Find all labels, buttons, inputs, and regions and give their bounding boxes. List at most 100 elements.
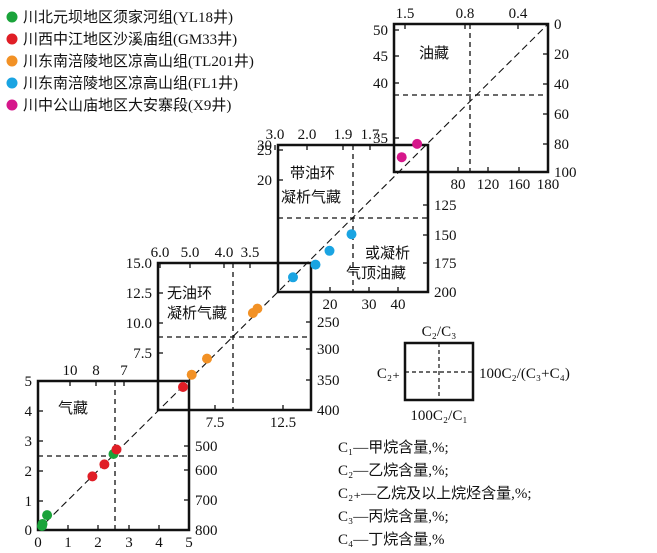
- left-tick-label: 45: [373, 49, 388, 65]
- left-tick-label: 1: [25, 494, 33, 510]
- data-point: [288, 272, 298, 283]
- series-1: [37, 449, 119, 531]
- legend-marker: [6, 33, 18, 45]
- data-point: [42, 510, 53, 521]
- legend-label: 川东南涪陵地区凉高山组(FL1井): [23, 75, 238, 92]
- diagonal-reference-line: [37, 23, 549, 531]
- left-tick-label: 3: [25, 434, 33, 450]
- note-line: C₃—丙烷含量,%;: [338, 508, 449, 525]
- region-label: 凝析气藏: [167, 305, 227, 322]
- region-label: 或凝析: [365, 245, 410, 262]
- note-line: C₄—丁烷含量,%: [338, 531, 444, 548]
- top-tick-label: 0.8: [456, 6, 475, 22]
- left-tick-label: 0: [25, 523, 33, 539]
- schematic-top-label: C₂/C₃: [422, 324, 457, 340]
- top-tick-label: 3.0: [266, 127, 285, 143]
- schematic-right-label: 100C₂/(C₃+C₄): [479, 366, 570, 382]
- right-tick-label: 0: [554, 17, 562, 33]
- series-3: [186, 303, 263, 380]
- data-point: [412, 138, 423, 149]
- right-tick-label: 125: [434, 198, 457, 214]
- left-tick-label: 35: [373, 131, 388, 147]
- data-point: [178, 382, 188, 392]
- data-point: [252, 303, 263, 314]
- right-tick-label: 80: [554, 137, 569, 153]
- top-tick-label: 1.5: [396, 6, 415, 22]
- left-tick-label: 12.5: [126, 286, 152, 302]
- data-point: [324, 245, 335, 256]
- left-tick-label: 4: [25, 404, 33, 420]
- top-tick-label: 7: [120, 363, 128, 379]
- data-point: [111, 444, 122, 455]
- right-tick-label: 700: [195, 493, 218, 509]
- series-2: [87, 382, 188, 482]
- series-5: [396, 138, 423, 163]
- bottom-tick-label: 160: [508, 177, 531, 193]
- bottom-tick-label: 30: [362, 297, 377, 313]
- note-line: C₂₊—乙烷及以上烷烃含量,%;: [338, 485, 532, 502]
- bottom-tick-label: 7.5: [206, 415, 225, 431]
- data-point: [346, 229, 357, 240]
- note-line: C₁—甲烷含量,%;: [338, 439, 449, 456]
- top-tick-label: 3.5: [241, 245, 260, 261]
- legend-marker: [6, 77, 18, 89]
- right-tick-label: 500: [195, 439, 218, 455]
- data-point: [186, 369, 197, 380]
- right-tick-label: 40: [554, 77, 569, 93]
- right-tick-label: 175: [434, 256, 457, 272]
- legend-marker: [6, 55, 18, 67]
- left-tick-label: 25: [257, 143, 272, 159]
- legend-marker: [6, 99, 18, 111]
- legend-label: 川东南涪陵地区凉高山组(TL201井): [23, 53, 254, 70]
- bottom-tick-label: 12.5: [270, 415, 296, 431]
- top-tick-label: 0.4: [509, 6, 528, 22]
- bottom-tick-label: 3: [125, 535, 133, 551]
- bottom-tick-label: 2: [94, 535, 102, 551]
- legend-label: 川北元坝地区须家河组(YL18井): [23, 9, 233, 26]
- top-tick-label: 2.0: [298, 127, 317, 143]
- data-point: [396, 152, 407, 163]
- legend-marker: [6, 11, 18, 23]
- series-4: [288, 229, 357, 283]
- panel-frame: [392, 22, 550, 174]
- top-tick-label: 1.7: [361, 127, 380, 143]
- left-tick-label: 10.0: [126, 316, 152, 332]
- left-tick-label: 15.0: [126, 256, 152, 272]
- schematic-left-label: C₂₊: [377, 366, 400, 382]
- region-label: 带油环: [290, 165, 335, 182]
- left-tick-label: 30: [257, 138, 272, 154]
- right-tick-label: 800: [195, 523, 218, 539]
- left-tick-label: 5: [25, 374, 33, 390]
- right-tick-label: 150: [434, 228, 457, 244]
- bottom-tick-label: 180: [537, 177, 560, 193]
- data-point: [37, 519, 48, 529]
- notes: C₁—甲烷含量,%; C₂—乙烷含量,%; C₂₊—乙烷及以上烷烃含量,%; C₃—丙…: [338, 439, 532, 548]
- top-tick-label: 10: [63, 363, 78, 379]
- right-tick-label: 600: [195, 463, 218, 479]
- region-label: 油藏: [419, 45, 449, 62]
- right-tick-label: 350: [317, 373, 340, 389]
- right-tick-label: 300: [317, 342, 340, 358]
- left-tick-label: 20: [257, 173, 272, 189]
- legend-label: 川中公山庙地区大安寨段(X9井): [23, 96, 231, 114]
- region-label: 无油环: [167, 285, 212, 302]
- data-points: [37, 138, 423, 531]
- right-tick-label: 250: [317, 315, 340, 331]
- right-tick-label: 400: [317, 403, 340, 419]
- left-tick-label: 2: [25, 464, 33, 480]
- right-tick-label: 100: [554, 165, 577, 181]
- note-line: C₂—乙烷含量,%;: [338, 462, 449, 479]
- top-tick-label: 1.9: [334, 127, 353, 143]
- top-tick-label: 5.0: [181, 245, 200, 261]
- top-tick-label: 6.0: [151, 245, 170, 261]
- bottom-tick-label: 4: [155, 535, 163, 551]
- legend: 川北元坝地区须家河组(YL18井)川西中江地区沙溪庙组(GM33井)川东南涪陵地…: [6, 9, 254, 114]
- diagonal-line: [37, 23, 549, 531]
